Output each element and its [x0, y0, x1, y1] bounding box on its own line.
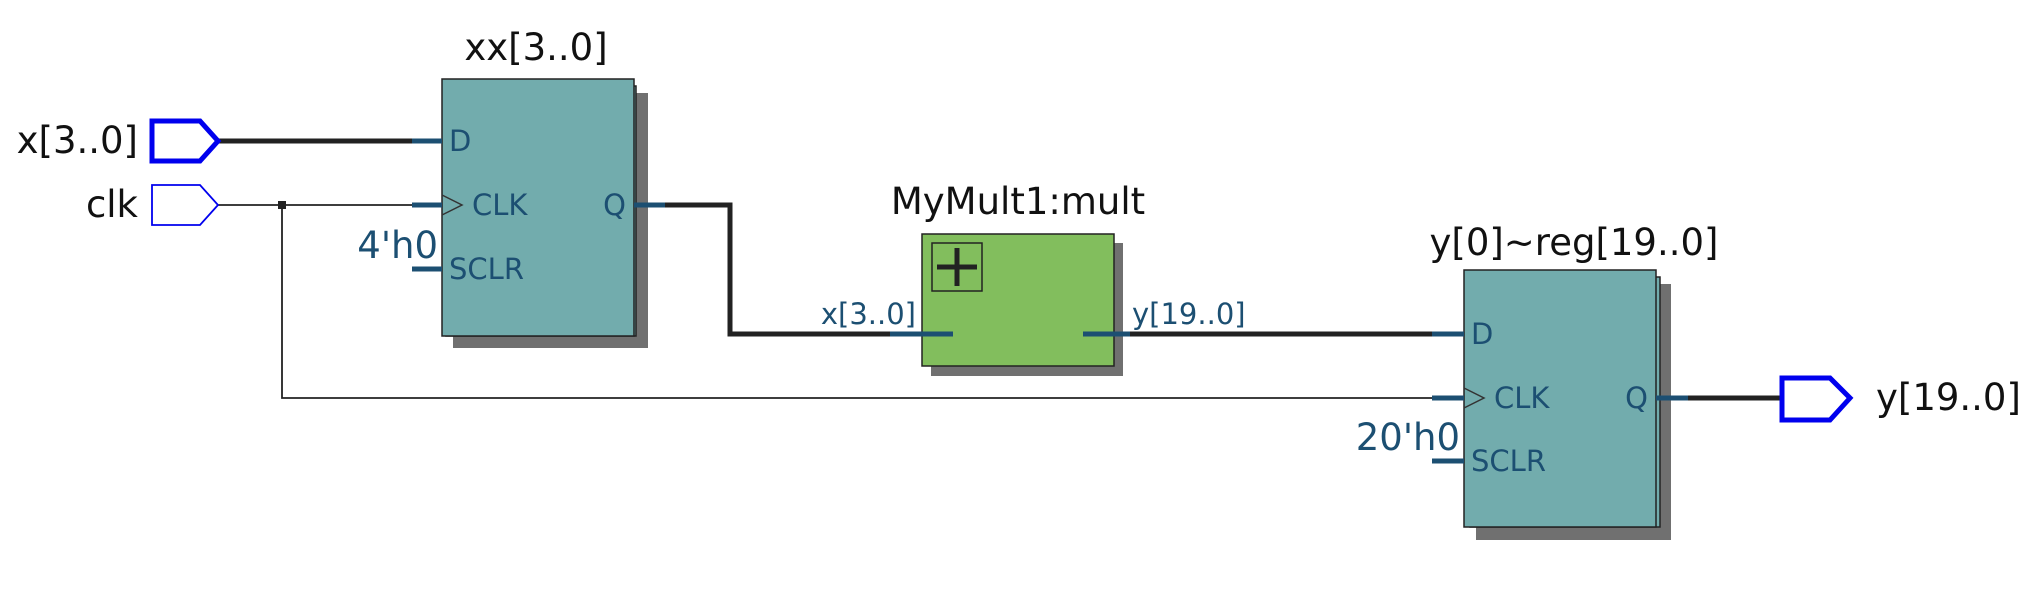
input-port-x-label: x[3..0]	[17, 119, 138, 162]
register-y-port-clk: CLK	[1494, 381, 1550, 415]
output-port-y-label: y[19..0]	[1876, 376, 2021, 419]
output-port-y[interactable]: y[19..0]	[1779, 375, 2021, 423]
register-xx-port-sclr: SCLR	[449, 252, 524, 286]
multiplier-out-port: y[19..0]	[1132, 297, 1246, 331]
register-y-port-d: D	[1471, 317, 1493, 351]
register-y-sclr-const: 20'h0	[1356, 416, 1460, 459]
wire-xx-q-bus[interactable]	[665, 202, 890, 337]
plus-icon	[931, 242, 983, 292]
register-y-clk-triangle-icon	[1463, 387, 1486, 409]
register-y-title: y[0]~reg[19..0]	[1430, 221, 1719, 264]
multiplier-title: MyMult1:mult	[891, 180, 1145, 223]
register-xx-port-d: D	[449, 124, 471, 158]
wires	[218, 138, 1782, 401]
register-y-port-sclr: SCLR	[1471, 444, 1546, 478]
input-port-x[interactable]: x[3..0]	[17, 118, 222, 164]
register-xx-body	[441, 78, 635, 337]
register-y-port-q: Q	[1625, 381, 1648, 415]
register-xx-port-q: Q	[603, 188, 626, 222]
register-y-body	[1463, 269, 1657, 528]
register-xx[interactable]: xx[3..0] D CLK SCLR Q 4'h0	[357, 26, 665, 348]
output-bus-port-icon	[1779, 375, 1854, 423]
multiplier-block[interactable]: MyMult1:mult x[3..0] y[19..0]	[821, 180, 1246, 376]
input-bus-port-icon	[149, 118, 222, 164]
register-xx-sclr-const: 4'h0	[357, 224, 438, 267]
register-xx-title: xx[3..0]	[464, 26, 607, 69]
input-port-clk[interactable]: clk	[86, 183, 220, 226]
clk-junction-dot	[278, 201, 286, 209]
wire-clk-to-y[interactable]	[281, 205, 1432, 399]
input-port-clk-label: clk	[86, 183, 139, 226]
register-xx-port-clk: CLK	[472, 188, 528, 222]
input-port-icon	[151, 184, 220, 226]
register-y[interactable]: y[0]~reg[19..0] D CLK SCLR Q 20'h0	[1356, 221, 1719, 540]
multiplier-in-port: x[3..0]	[821, 297, 916, 331]
register-xx-clk-triangle-icon	[441, 194, 464, 216]
